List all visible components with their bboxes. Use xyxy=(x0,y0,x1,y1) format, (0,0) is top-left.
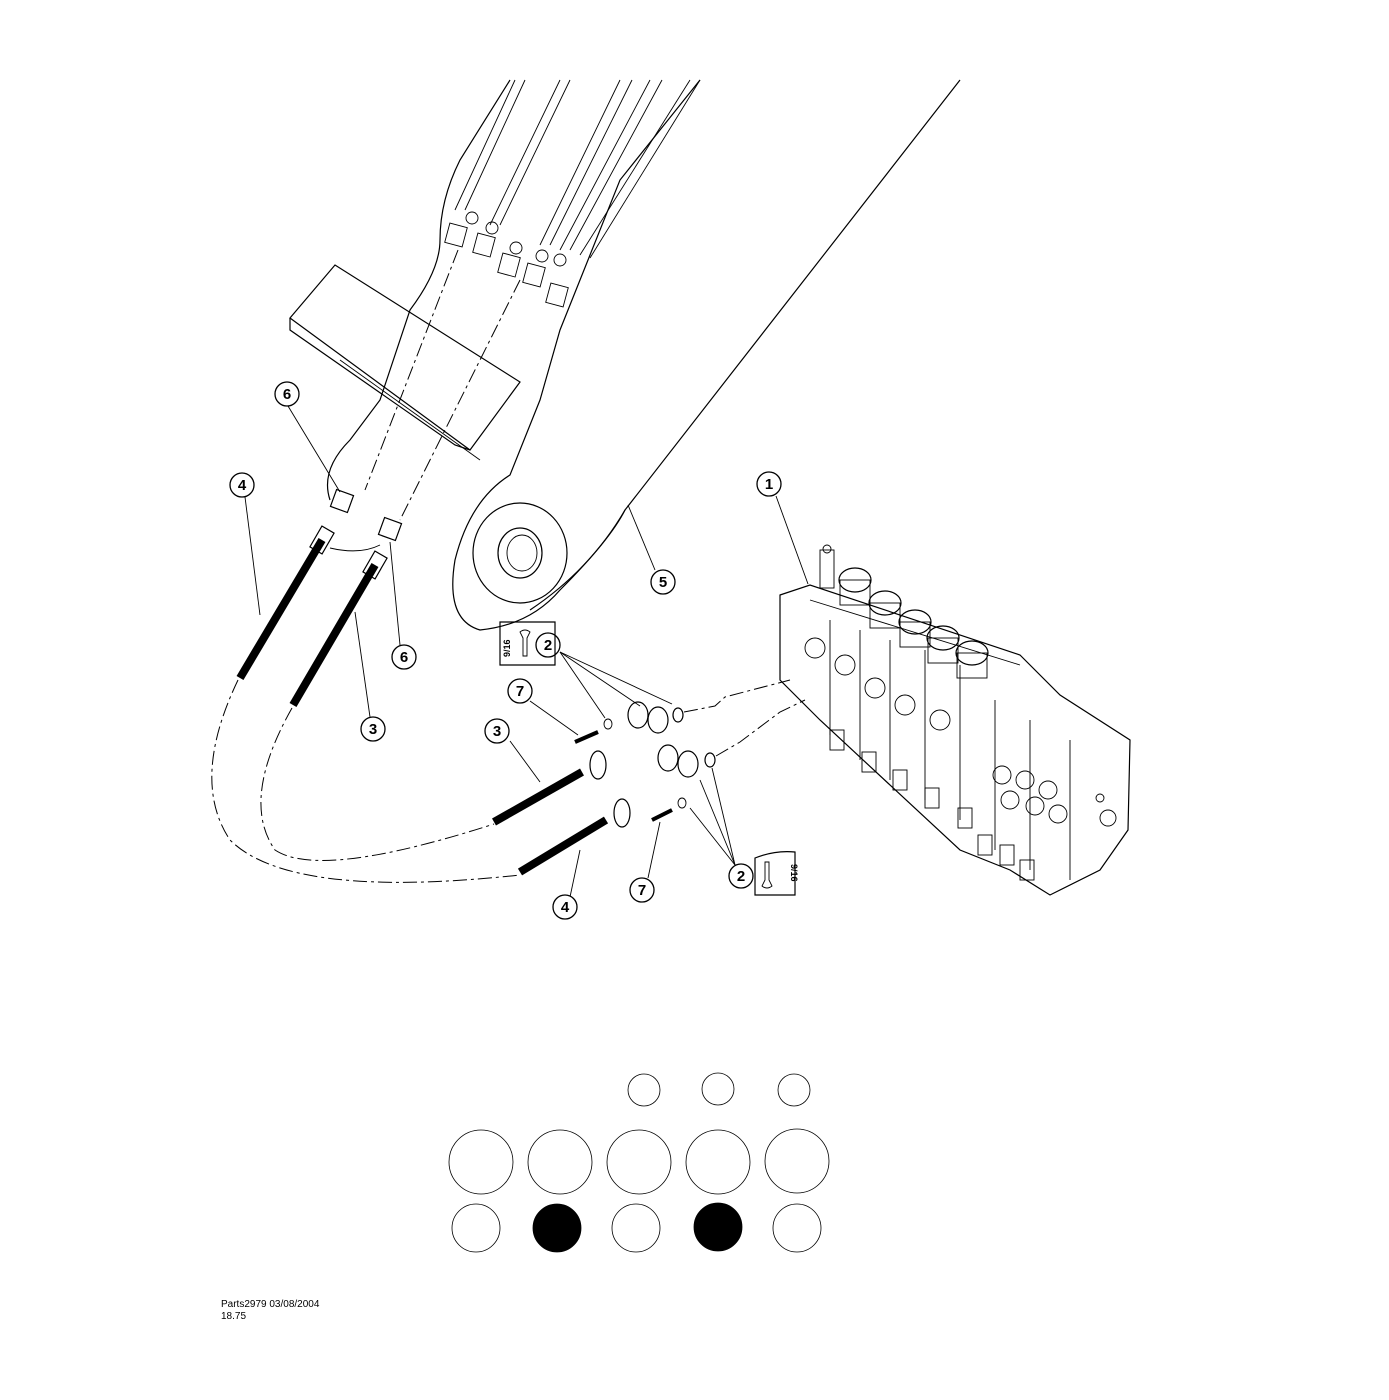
svg-text:2: 2 xyxy=(737,868,745,885)
callout-4-lower: 4 xyxy=(552,894,578,920)
hose-lower-pair xyxy=(492,750,631,876)
callout-4-upper: 4 xyxy=(229,472,255,498)
pipe-fittings xyxy=(444,211,569,308)
valve-ports xyxy=(804,637,1117,827)
boom-arm xyxy=(289,79,961,631)
svg-text:4: 4 xyxy=(561,899,570,916)
callout-5: 5 xyxy=(650,569,676,595)
svg-text:9/16: 9/16 xyxy=(502,639,512,657)
wrench-icon xyxy=(519,629,531,657)
svg-text:6: 6 xyxy=(283,386,291,403)
dot-r2-5 xyxy=(764,1128,830,1194)
svg-text:6: 6 xyxy=(400,649,408,666)
callout-7-lower: 7 xyxy=(629,877,655,903)
svg-text:3: 3 xyxy=(493,723,501,740)
svg-text:5: 5 xyxy=(659,574,667,591)
svg-text:1: 1 xyxy=(765,476,773,493)
callout-3-lower: 3 xyxy=(484,718,510,744)
dot-r3-2 xyxy=(532,1203,582,1253)
selector-dot-grid xyxy=(448,1072,830,1253)
callout-3-upper: 3 xyxy=(360,716,386,742)
callout-1: 1 xyxy=(756,471,782,497)
wrench-tag-lower: 9/16 xyxy=(754,851,799,896)
hose-upper-pair xyxy=(236,525,388,708)
spool-fittings xyxy=(829,729,1035,881)
wrench-tag-upper: 9/16 xyxy=(499,621,556,666)
dot-r1-1 xyxy=(627,1073,661,1107)
dot-r2-4 xyxy=(685,1129,751,1195)
wrench-icon xyxy=(761,861,773,889)
dot-r3-5 xyxy=(772,1203,822,1253)
dot-r1-2 xyxy=(701,1072,735,1106)
callout-2-lower: 2 xyxy=(728,863,754,889)
callout-6-lower: 6 xyxy=(391,644,417,670)
dot-r1-3 xyxy=(777,1073,811,1107)
dot-r2-1 xyxy=(448,1129,514,1195)
svg-text:4: 4 xyxy=(238,477,247,494)
callout-6-upper: 6 xyxy=(274,381,300,407)
dot-r3-1 xyxy=(451,1203,501,1253)
footer-page-number: 18.75 xyxy=(221,1311,247,1322)
callout-lines xyxy=(244,405,809,898)
svg-text:3: 3 xyxy=(369,721,377,738)
footer-doc-ref: Parts2979 03/08/2004 xyxy=(221,1299,320,1310)
dot-r2-2 xyxy=(527,1129,593,1195)
svg-text:7: 7 xyxy=(516,683,524,700)
valve-caps xyxy=(838,567,989,679)
svg-text:2: 2 xyxy=(544,637,552,654)
callout-7-upper: 7 xyxy=(507,678,533,704)
dot-r2-3 xyxy=(606,1129,672,1195)
control-valve-block xyxy=(779,544,1131,896)
svg-text:7: 7 xyxy=(638,882,646,899)
svg-text:9/16: 9/16 xyxy=(789,864,799,882)
dot-r3-3 xyxy=(611,1203,661,1253)
dot-r3-4 xyxy=(693,1202,743,1252)
flange-hardware xyxy=(574,679,806,822)
callout-2-upper: 2 xyxy=(535,632,561,658)
